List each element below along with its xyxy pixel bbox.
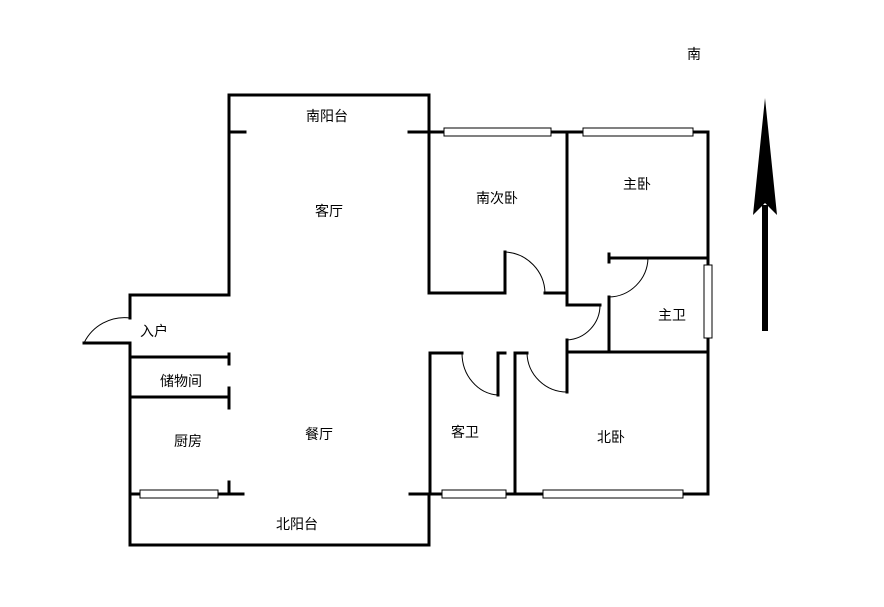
room-label-dining-room: 餐厅 [305, 427, 333, 443]
room-label-storage-room: 储物间 [160, 374, 202, 390]
room-label-entrance: 入户 [140, 323, 168, 340]
doors [83, 251, 649, 396]
compass-label: 南 [687, 47, 701, 63]
room-label-kitchen: 厨房 [174, 434, 202, 450]
second-bedroom-door-arc [504, 251, 546, 294]
windows [139, 127, 713, 499]
master-bedroom-door-arc [566, 304, 601, 341]
room-label-south-second-bedroom: 南次卧 [476, 191, 518, 207]
room-label-living-room: 客厅 [315, 203, 343, 220]
north-arrow [753, 98, 777, 331]
entrance-door-arc [83, 317, 131, 344]
room-label-north-bedroom: 北卧 [597, 430, 625, 446]
room-label-north-balcony: 北阳台 [276, 517, 318, 533]
walls [82, 93, 710, 547]
room-label-master-bathroom: 主卫 [658, 308, 686, 324]
master-bathroom-door-arc [608, 257, 649, 298]
room-label-south-balcony: 南阳台 [306, 109, 348, 125]
room-label-guest-bathroom: 客卫 [451, 424, 479, 441]
room-label-master-bedroom: 主卧 [623, 177, 651, 193]
north-bedroom-door-arc [526, 352, 568, 393]
guest-bathroom-door-arc [461, 352, 499, 396]
